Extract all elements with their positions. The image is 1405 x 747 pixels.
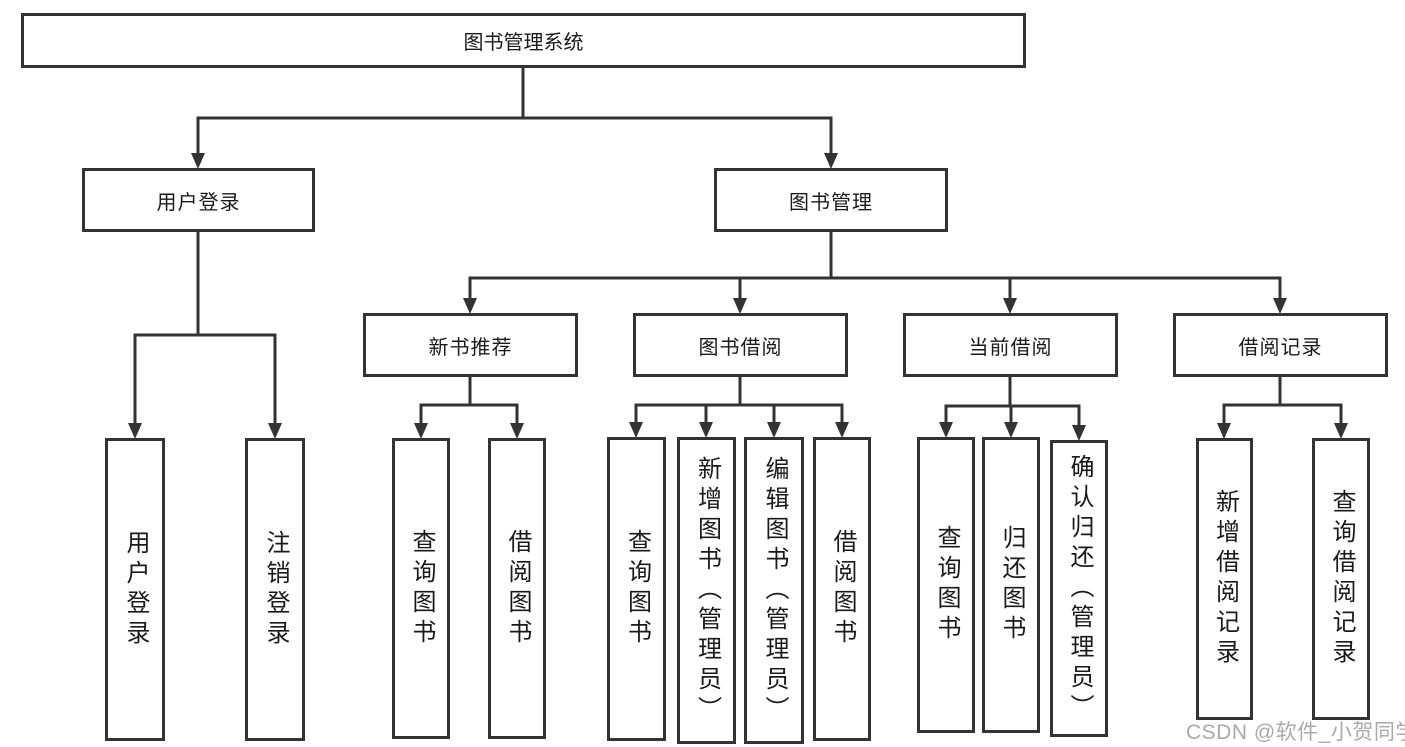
- leaf-user-login-label: 用户登录: [122, 529, 149, 650]
- root-box: 图书管理系统: [21, 13, 1026, 68]
- leaf-logout: 注销登录: [245, 438, 305, 741]
- leaf-user-login: 用户登录: [105, 438, 165, 741]
- leaf-add-borrow-record-label: 新增借阅记录: [1211, 489, 1239, 669]
- leaf-query-books-borrowing-label: 查询图书: [623, 529, 651, 649]
- leaf-return-books: 归还图书: [982, 437, 1040, 733]
- leaf-add-book-admin-label: 新增图书（管理员）: [693, 455, 721, 726]
- root-label: 图书管理系统: [463, 32, 584, 54]
- borrowing-records-label: 借阅记录: [1238, 336, 1323, 359]
- leaf-edit-book-admin: 编辑图书（管理员）: [744, 437, 804, 744]
- leaf-return-books-label: 归还图书: [998, 525, 1025, 645]
- current-borrowing-label: 当前借阅: [968, 336, 1053, 359]
- leaf-borrow-books-borrowing: 借阅图书: [813, 437, 871, 741]
- new-book-recommendation-label: 新书推荐: [428, 336, 513, 359]
- leaf-query-borrow-record: 查询借阅记录: [1312, 438, 1370, 720]
- leaf-confirm-return-admin-label: 确认归还（管理员）: [1066, 453, 1093, 724]
- leaf-query-books-newbooks-label: 查询图书: [408, 528, 435, 649]
- book-management-box: 图书管理: [714, 168, 948, 232]
- book-management-label: 图书管理: [789, 191, 873, 214]
- leaf-add-book-admin: 新增图书（管理员）: [677, 437, 736, 744]
- leaf-borrow-books-borrowing-label: 借阅图书: [829, 529, 856, 649]
- leaf-query-books-current: 查询图书: [917, 437, 975, 733]
- csdn-watermark: CSDN @软件_小贺同学: [1186, 721, 1405, 744]
- leaf-query-books-borrowing: 查询图书: [607, 437, 666, 741]
- leaf-add-borrow-record: 新增借阅记录: [1196, 438, 1253, 720]
- leaf-logout-label: 注销登录: [262, 529, 289, 650]
- user-login-label: 用户登录: [156, 191, 241, 214]
- new-book-recommendation-box: 新书推荐: [363, 313, 578, 377]
- leaf-confirm-return-admin: 确认归还（管理员）: [1050, 440, 1108, 737]
- leaf-borrow-books-newbooks-label: 借阅图书: [504, 528, 531, 649]
- book-borrowing-label: 图书借阅: [698, 336, 783, 359]
- user-login-box: 用户登录: [82, 168, 315, 232]
- borrowing-records-box: 借阅记录: [1173, 313, 1388, 377]
- current-borrowing-box: 当前借阅: [903, 313, 1118, 377]
- book-borrowing-box: 图书借阅: [633, 313, 848, 377]
- leaf-query-borrow-record-label: 查询借阅记录: [1328, 489, 1355, 669]
- leaf-borrow-books-newbooks: 借阅图书: [488, 438, 546, 739]
- leaf-query-books-newbooks: 查询图书: [392, 438, 450, 739]
- leaf-edit-book-admin-label: 编辑图书（管理员）: [761, 455, 788, 726]
- leaf-query-books-current-label: 查询图书: [933, 525, 960, 645]
